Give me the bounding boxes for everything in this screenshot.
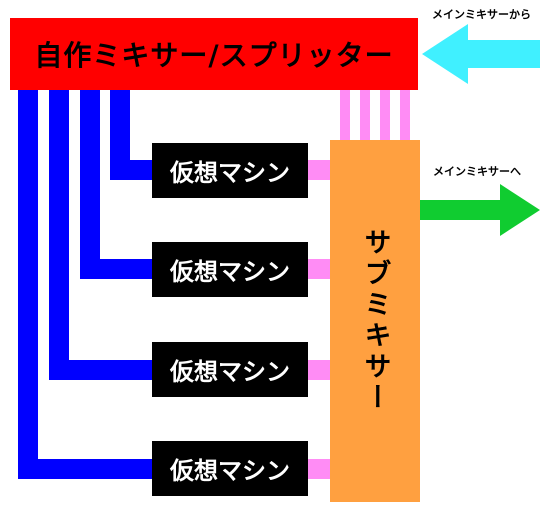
vm-label: 仮想マシン (170, 257, 290, 286)
pink-connector-vm3 (308, 360, 330, 380)
vm-label: 仮想マシン (170, 158, 290, 187)
input-arrow-icon (422, 24, 540, 84)
mixer-splitter-box: 自作ミキサー/スプリッター (10, 18, 418, 90)
pink-connector-vm2 (308, 259, 330, 279)
blue-line-vm3-horizontal (49, 360, 152, 380)
output-caption: メインミキサーへ (433, 165, 521, 178)
blue-line-vm1-horizontal (110, 160, 152, 180)
vm-box-3: 仮想マシン (152, 342, 308, 397)
mixer-splitter-label: 自作ミキサー/スプリッター (34, 39, 394, 72)
pink-line-up-2 (360, 90, 370, 140)
blue-line-vm3-vertical (49, 90, 69, 380)
blue-line-vm1-vertical (110, 90, 130, 180)
pink-line-up-4 (400, 90, 410, 140)
pink-line-up-3 (380, 90, 390, 140)
blue-line-vm2-vertical (80, 90, 100, 279)
vm-label: 仮想マシン (170, 456, 290, 485)
input-caption: メインミキサーから (432, 8, 531, 21)
blue-line-vm2-horizontal (80, 259, 152, 279)
sub-mixer-box: サブミキサー (330, 140, 420, 502)
pink-connector-vm4 (308, 459, 330, 479)
vm-box-2: 仮想マシン (152, 242, 308, 297)
vm-box-4: 仮想マシン (152, 441, 308, 496)
sub-mixer-label: サブミキサー (359, 228, 391, 414)
vm-label: 仮想マシン (170, 357, 290, 386)
output-arrow-icon (420, 184, 540, 236)
pink-line-up-1 (340, 90, 350, 140)
blue-line-vm4-vertical (18, 90, 38, 479)
vm-box-1: 仮想マシン (152, 143, 308, 198)
pink-connector-vm1 (308, 160, 330, 180)
blue-line-vm4-horizontal (18, 459, 152, 479)
